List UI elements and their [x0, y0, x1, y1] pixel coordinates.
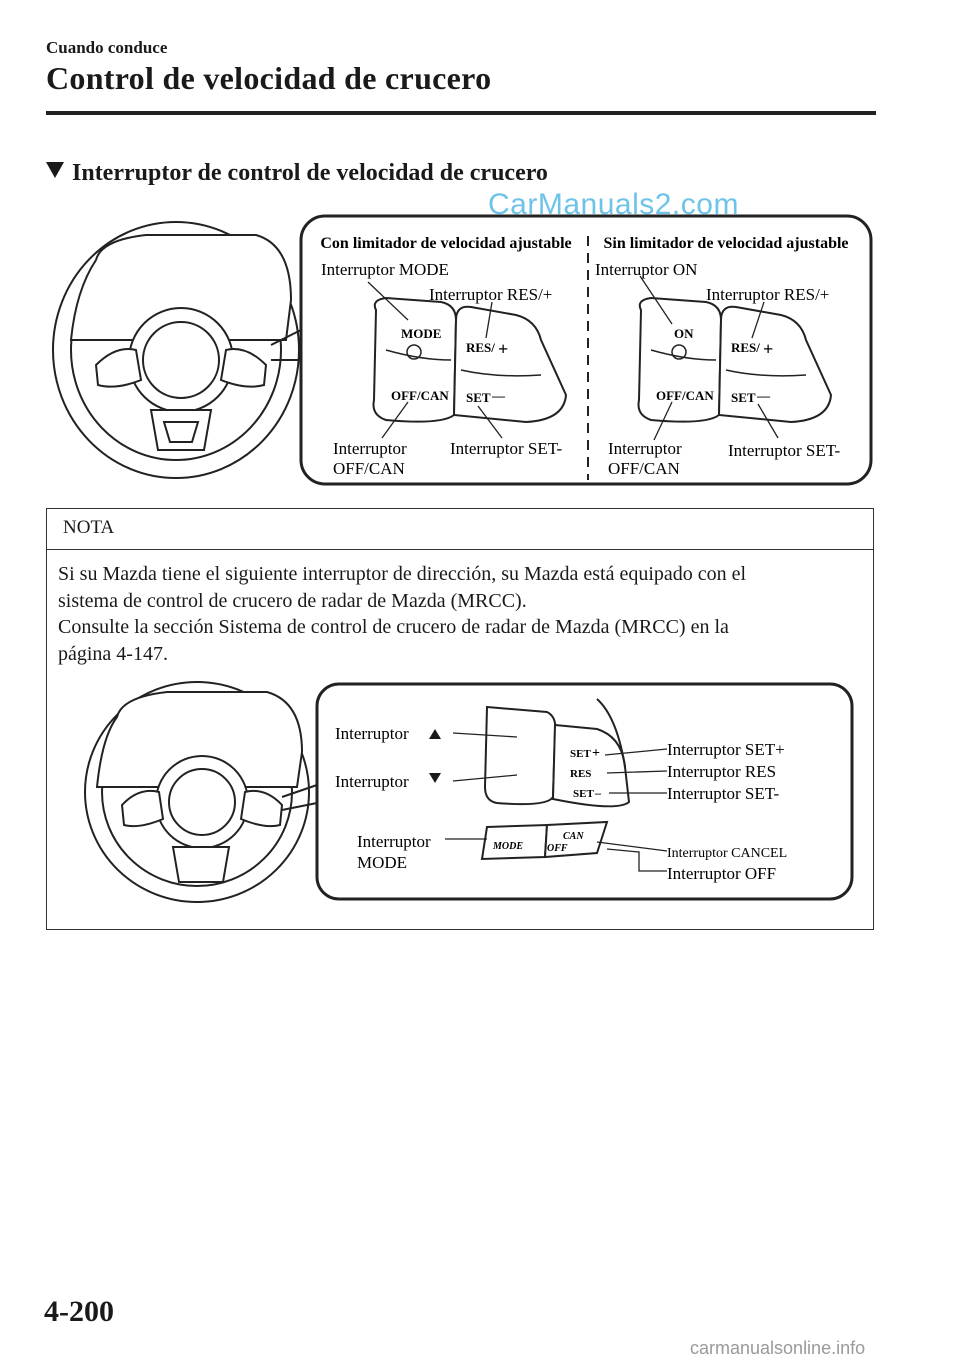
print-plus-left: +: [498, 339, 508, 359]
print-minus-right: —: [756, 388, 771, 403]
print-plus: +: [592, 746, 600, 761]
label-res-right: Interruptor RES/+: [706, 285, 829, 304]
label-up: Interruptor: [335, 724, 409, 743]
print-set-right: SET: [731, 390, 756, 405]
steering-wheel-illustration-2: [85, 682, 309, 902]
note-box: NOTA Si su Mazda tiene el siguiente inte…: [46, 508, 874, 930]
print-res: RES: [570, 768, 591, 780]
label-set-left: Interruptor SET-: [450, 439, 563, 458]
label-off: Interruptor OFF: [667, 864, 776, 883]
note-header: NOTA: [47, 509, 873, 550]
note-line-2: sistema de control de crucero de radar d…: [58, 588, 858, 615]
print-set-minus: SET: [573, 788, 594, 800]
print-off: OFF: [547, 843, 568, 854]
note-body: Si su Mazda tiene el siguiente interrupt…: [58, 561, 858, 667]
chapter-label: Cuando conduce: [46, 38, 167, 58]
label-mode: Interruptor MODE: [321, 260, 449, 279]
note-line-1: Si su Mazda tiene el siguiente interrupt…: [58, 561, 858, 588]
note-line-4: página 4-147.: [58, 641, 858, 668]
label-res: Interruptor RES: [667, 762, 776, 781]
print-res-left: RES/: [466, 340, 495, 355]
label-cancel: Interruptor CANCEL: [667, 846, 787, 861]
label-set-plus: Interruptor SET+: [667, 740, 785, 759]
page-number: 4-200: [44, 1295, 114, 1329]
print-offcan-left: OFF/CAN: [391, 388, 449, 403]
footer-watermark: carmanualsonline.info: [690, 1338, 865, 1359]
watermark: CarManuals2.com: [488, 188, 739, 222]
print-set-plus: SET: [570, 748, 591, 760]
print-on: ON: [674, 326, 694, 341]
section-heading: Interruptor de control de velocidad de c…: [46, 160, 548, 187]
right-panel-title: Sin limitador de velocidad ajustable: [603, 235, 848, 252]
triangle-bullet-icon: [46, 162, 64, 178]
print-can: CAN: [563, 831, 584, 842]
label-offcan-left-2: OFF/CAN: [333, 459, 405, 478]
label-offcan-left-1: Interruptor: [333, 439, 407, 458]
label-down: Interruptor: [335, 772, 409, 791]
label-on: Interruptor ON: [595, 260, 697, 279]
print-mode: MODE: [401, 326, 441, 341]
print-offcan-right: OFF/CAN: [656, 388, 714, 403]
label-mode-2: MODE: [357, 853, 407, 872]
label-set-right: Interruptor SET-: [728, 441, 841, 460]
label-offcan-right-1: Interruptor: [608, 439, 682, 458]
page-title: Control de velocidad de crucero: [46, 60, 491, 97]
steering-wheel-illustration: [53, 222, 299, 478]
section-heading-text: Interruptor de control de velocidad de c…: [72, 160, 548, 186]
print-set-left: SET: [466, 390, 491, 405]
label-offcan-right-2: OFF/CAN: [608, 459, 680, 478]
label-mode-1: Interruptor: [357, 832, 431, 851]
print-plus-right: +: [763, 339, 773, 359]
mrcc-switch-figure: SET + RES SET – MODE CAN OFF Interruptor…: [77, 677, 857, 907]
print-mode: MODE: [492, 841, 523, 852]
print-minus-left: —: [491, 388, 506, 403]
print-minus: –: [594, 786, 602, 800]
print-res-right: RES/: [731, 340, 760, 355]
note-line-3: Consulte la sección Sistema de control d…: [58, 614, 858, 641]
note-title: NOTA: [63, 517, 114, 539]
label-set-minus: Interruptor SET-: [667, 784, 780, 803]
title-divider: [46, 111, 876, 115]
steering-switch-figure: Con limitador de velocidad ajustable Sin…: [46, 210, 876, 490]
left-panel-title: Con limitador de velocidad ajustable: [320, 235, 571, 252]
label-res-left: Interruptor RES/+: [429, 285, 552, 304]
